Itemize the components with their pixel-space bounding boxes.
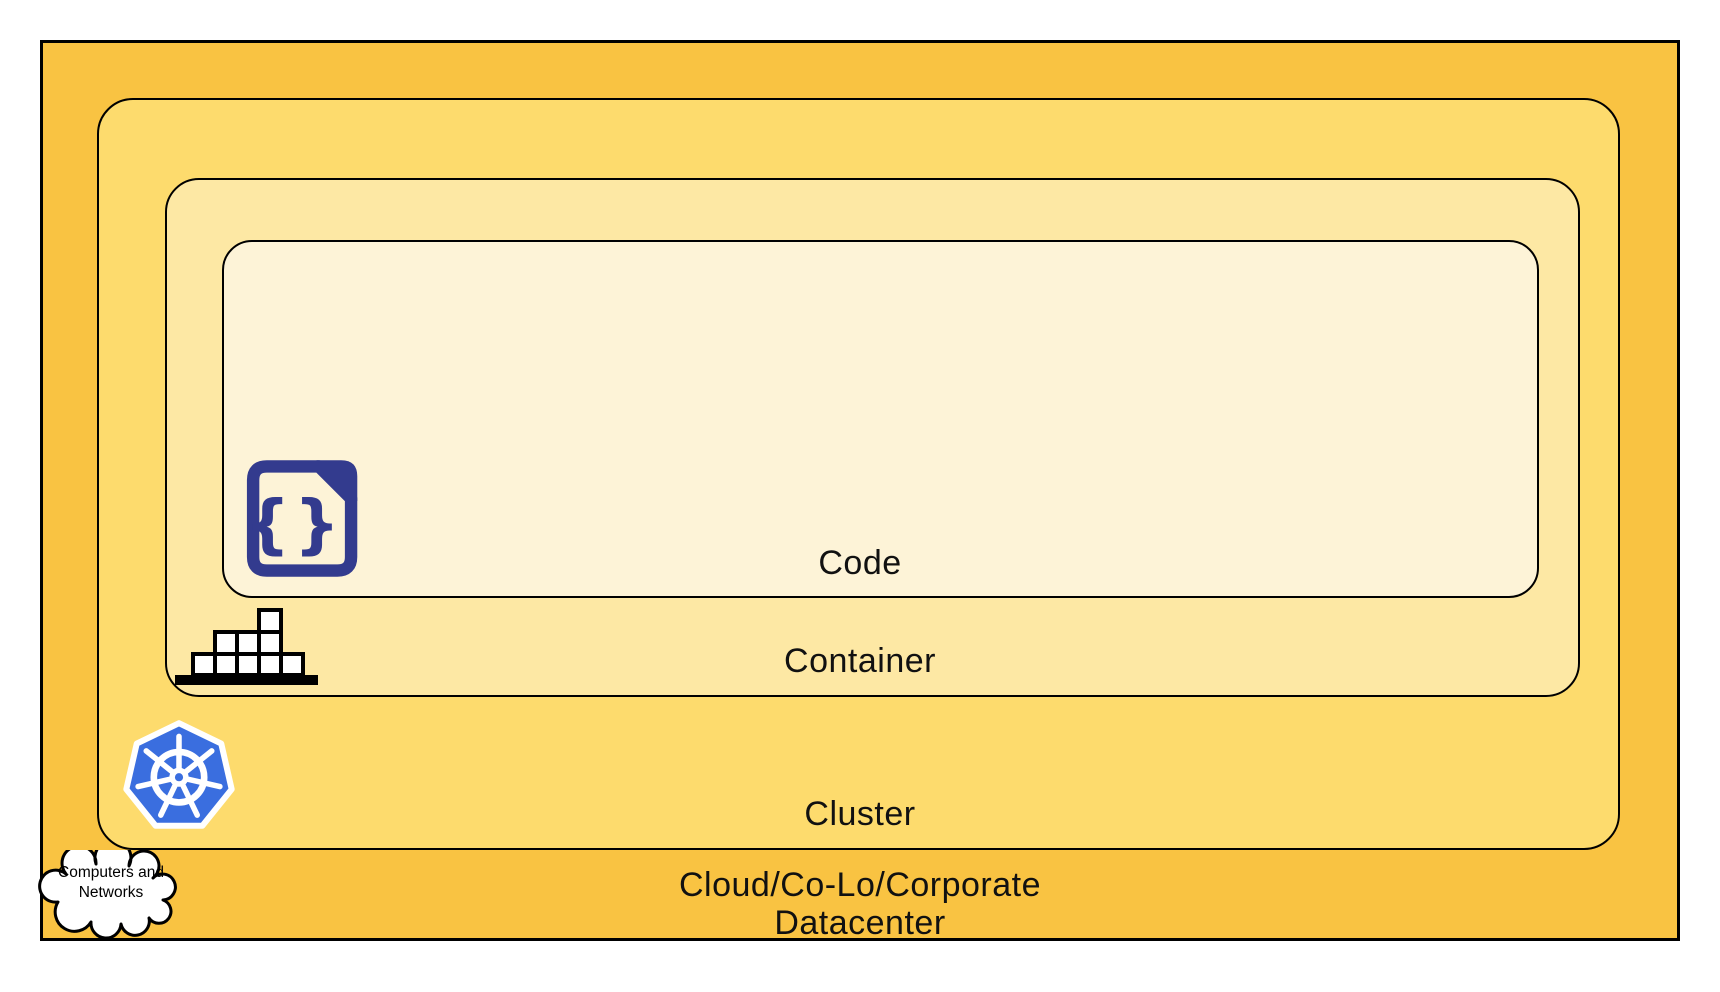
datacenter-label: Cloud/Co-Lo/Corporate Datacenter [40,866,1680,942]
code-label: Code [818,544,902,582]
datacenter-label-line2: Datacenter [774,904,946,942]
cloud-label-line1: Computers and [58,864,164,881]
cluster-label: Cluster [804,795,916,833]
cloud-label-line2: Networks [78,884,144,901]
code-braces-glyph: {} [244,487,343,562]
cloud-icon [38,850,177,938]
code-layer-box [222,240,1539,598]
cloud-label: Computers and Networks [36,863,186,903]
kubernetes-icon [123,720,235,829]
container-label: Container [784,642,936,680]
container-boxes-icon [175,608,318,685]
code-file-icon: {} [244,460,358,577]
datacenter-label-line1: Cloud/Co-Lo/Corporate [678,866,1042,904]
